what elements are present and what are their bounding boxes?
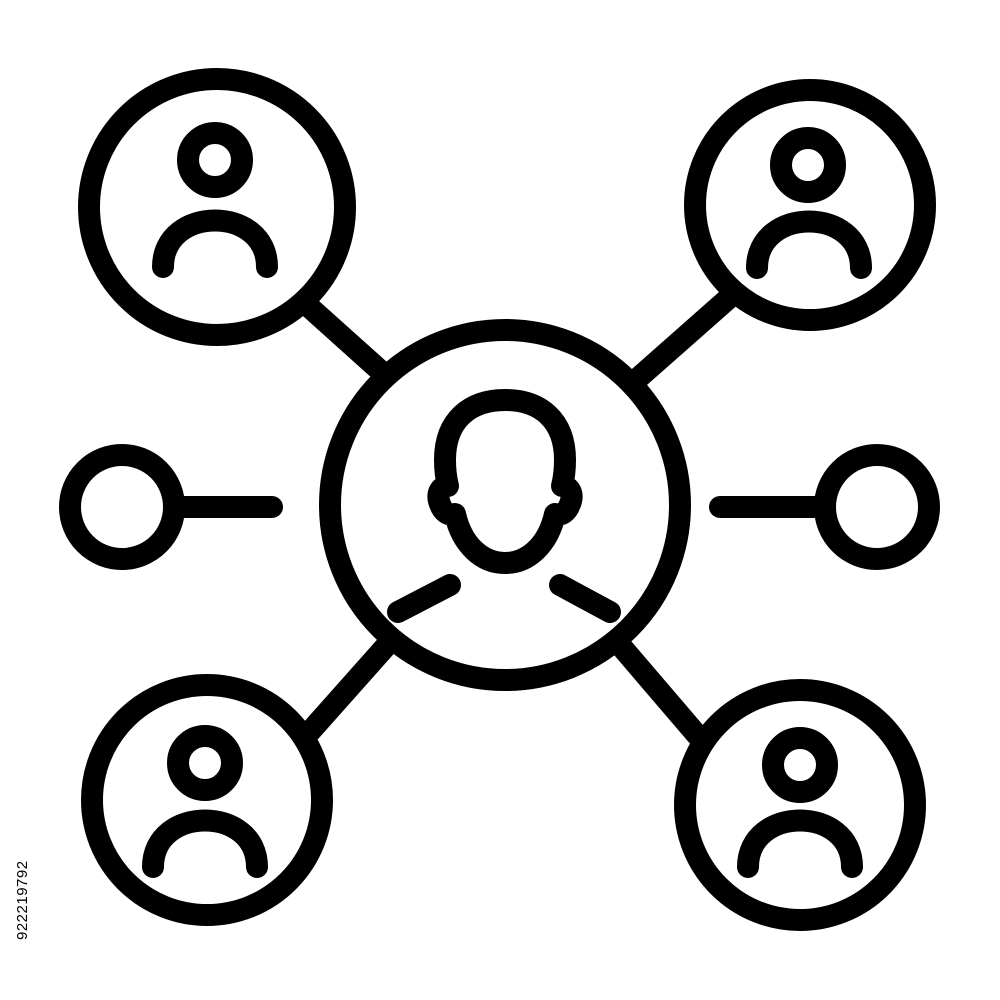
central-user-node bbox=[319, 319, 691, 691]
user-node-circle bbox=[674, 679, 926, 931]
user-head-icon bbox=[167, 725, 243, 801]
small-node-left bbox=[59, 444, 185, 570]
connector-lines bbox=[169, 286, 833, 746]
user-body-icon bbox=[152, 209, 278, 278]
central-user-shoulder-left-icon bbox=[387, 574, 461, 623]
user-body-icon bbox=[746, 210, 872, 279]
stock-id-watermark: 922219792 bbox=[14, 860, 31, 940]
small-node-right bbox=[814, 444, 940, 570]
user-node-bottom-right bbox=[674, 679, 926, 931]
central-user-shoulder-right-icon bbox=[549, 574, 621, 623]
user-head-icon bbox=[177, 122, 253, 198]
central-user-head-icon bbox=[427, 389, 583, 574]
user-node-top-left bbox=[78, 68, 356, 346]
user-head-icon bbox=[762, 727, 838, 803]
user-node-top-right bbox=[684, 79, 936, 331]
user-head-icon bbox=[770, 127, 846, 203]
user-body-icon bbox=[737, 809, 863, 878]
connector-bottom-right bbox=[609, 634, 708, 746]
central-node-circle bbox=[319, 319, 691, 691]
user-node-circle bbox=[684, 79, 936, 331]
connector-top-right bbox=[625, 286, 741, 391]
connector-top-left bbox=[296, 294, 396, 386]
user-node-circle bbox=[81, 674, 333, 926]
user-node-bottom-left bbox=[81, 674, 333, 926]
connector-bottom-left bbox=[296, 634, 398, 746]
user-node-circle bbox=[78, 68, 356, 346]
user-body-icon bbox=[142, 809, 268, 878]
